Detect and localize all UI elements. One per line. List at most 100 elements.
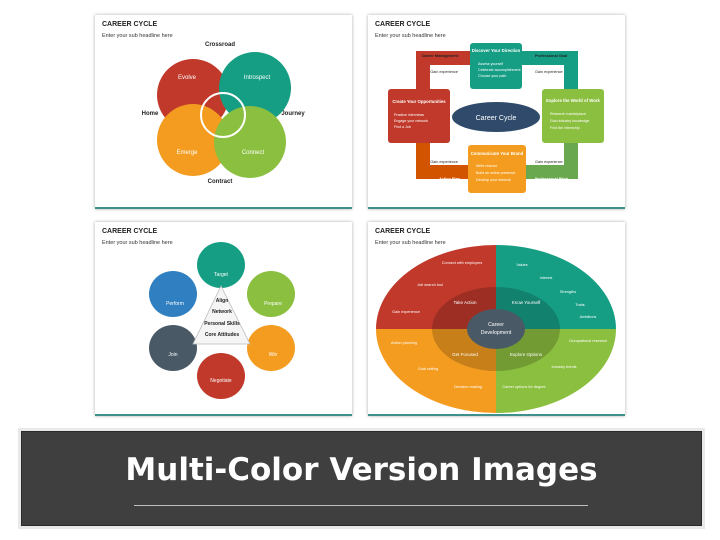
quadrant-red	[376, 245, 496, 329]
center-label-1: Career	[488, 322, 504, 328]
corner-label-action-plan: Action Plan	[439, 177, 461, 181]
corner-label-professional-goal: Professional Goal	[535, 54, 567, 58]
box-bottom-title: Communicate Your Brand	[471, 151, 524, 156]
slide-title: CAREER CYCLE	[102, 21, 158, 28]
teal-label-2: Interest	[540, 276, 554, 280]
venn-diagram: Evolve Introspect Emerge Connect Crossro…	[142, 42, 306, 185]
slide-thumbnail-cycle[interactable]: CAREER CYCLE Enter your sub headline her…	[368, 15, 625, 209]
quadrant-teal	[496, 245, 616, 329]
box-left-b3: Find a Job	[394, 125, 411, 129]
loop-red	[416, 51, 474, 95]
box-right-b3: Find the internship	[550, 126, 580, 130]
green-label-3: Career options for degree	[502, 385, 545, 389]
petal-label-join: Join	[168, 352, 177, 358]
slide-thumbnail-ellipse[interactable]: CAREER CYCLE Enter your sub headline her…	[368, 222, 625, 416]
slide-subtitle: Enter your sub headline here	[102, 240, 173, 246]
flower-diagram: Target Prepare Win Negotiate Join Perfor…	[149, 242, 295, 399]
center-label-align: Align	[216, 298, 229, 304]
petal-connect	[214, 106, 286, 178]
box-top	[470, 43, 522, 89]
red-label-1: Connect with employers	[442, 261, 483, 265]
ellipse-diagram: Career Development Take Action Know Your…	[376, 245, 616, 413]
petal-win	[247, 325, 295, 371]
cycle-diagram: Career Cycle Discover Your Direction Ass…	[388, 43, 604, 193]
center-ellipse	[452, 102, 540, 132]
green-label-2: Industry trends	[551, 365, 576, 369]
center-label: Career Cycle	[476, 115, 517, 122]
red-label-2: Job search tool	[417, 283, 443, 287]
center-hub	[200, 92, 246, 138]
center-label-network: Network	[212, 309, 232, 315]
quadrant-orange	[376, 329, 496, 413]
petal-label-target: Target	[214, 272, 229, 278]
slide-title: CAREER CYCLE	[375, 228, 431, 235]
outer-label-home: Home	[142, 111, 159, 117]
petal-label-emerge: Emerge	[176, 150, 198, 156]
teal-label-4: Traits	[575, 303, 584, 307]
box-left	[388, 89, 450, 143]
petal-label-win: Win	[269, 352, 278, 358]
gain-label-3: Gain experience	[430, 160, 458, 164]
center-label-2: Development	[481, 330, 512, 336]
box-right-b1: Research marketplace	[550, 112, 586, 116]
inner-label-take-action: Take Action	[453, 300, 477, 305]
slide-title: CAREER CYCLE	[102, 228, 158, 235]
petal-perform	[149, 271, 197, 317]
loop-green-bottom	[516, 135, 578, 179]
box-bottom-b2: Build an online presence	[476, 171, 515, 175]
box-right-title: Explore the World of Work	[546, 98, 600, 103]
banner-underline	[134, 505, 588, 506]
orange-label-2: Goal setting	[418, 367, 438, 371]
orange-label-3: Decision making	[454, 385, 482, 389]
box-bottom-b1: Write resume	[476, 164, 497, 168]
box-top-b2: Celebrate accomplishment	[478, 68, 521, 72]
petal-label-prepare: Prepare	[264, 301, 282, 307]
slide-thumbnail-venn[interactable]: CAREER CYCLE Enter your sub headline her…	[95, 15, 352, 209]
orange-label-1: Action planning	[391, 341, 417, 345]
gain-label-1: Gain experience	[430, 70, 458, 74]
outer-label-crossroad: Crossroad	[205, 42, 235, 48]
loop-orange	[416, 135, 474, 179]
petal-prepare	[247, 271, 295, 317]
center-label-personal-skills: Personal Skills	[204, 321, 240, 327]
petal-target	[197, 242, 245, 288]
red-label-3: Gain experience	[392, 310, 420, 314]
box-left-b2: Engage your network	[394, 119, 428, 123]
loop-green-top	[516, 51, 578, 95]
box-right	[542, 89, 604, 143]
center-label-core-attitudes: Core Attitudes	[205, 332, 239, 338]
petal-label-negotiate: Negotiate	[210, 378, 232, 384]
box-top-b3: Choose your path	[478, 74, 506, 78]
box-top-b1: Assess yourself	[478, 62, 503, 66]
petal-negotiate	[197, 353, 245, 399]
slide-title: CAREER CYCLE	[375, 21, 431, 28]
slide-thumbnail-flower[interactable]: CAREER CYCLE Enter your sub headline her…	[95, 222, 352, 416]
inner-label-get-focused: Get Focused	[452, 352, 478, 357]
gain-label-4: Gain experience	[535, 160, 563, 164]
center-triangle	[192, 285, 251, 345]
box-top-title: Discover Your Direction	[472, 48, 521, 53]
outer-label-contract: Contract	[208, 179, 233, 185]
slide-subtitle: Enter your sub headline here	[375, 33, 446, 39]
box-right-b2: Gain industry knowledge	[550, 119, 589, 123]
gain-label-2: Gain experience	[535, 70, 563, 74]
box-bottom-b3: Develop your network	[476, 178, 511, 182]
corner-label-career-management: Career Management	[422, 54, 459, 58]
box-bottom	[468, 145, 526, 193]
petal-label-connect: Connect	[242, 150, 265, 156]
banner-title: Multi-Color Version Images	[125, 452, 598, 488]
green-label-1: Occupational research	[569, 339, 607, 343]
petal-emerge	[157, 104, 229, 176]
petal-introspect	[219, 52, 291, 124]
teal-label-1: Values	[516, 263, 527, 267]
slide-subtitle: Enter your sub headline here	[102, 33, 173, 39]
inner-label-know-yourself: Know Yourself	[512, 300, 541, 305]
petal-label-evolve: Evolve	[178, 75, 197, 81]
slide-subtitle: Enter your sub headline here	[375, 240, 446, 246]
petal-join	[149, 325, 197, 371]
teal-label-5: Ambitions	[580, 315, 597, 319]
outer-label-journey: Journey	[281, 111, 305, 117]
quadrant-green	[496, 329, 616, 413]
inner-label-explore-options: Explore Options	[510, 352, 543, 357]
corner-label-professional-pitch: Professional Pitch	[535, 177, 569, 181]
